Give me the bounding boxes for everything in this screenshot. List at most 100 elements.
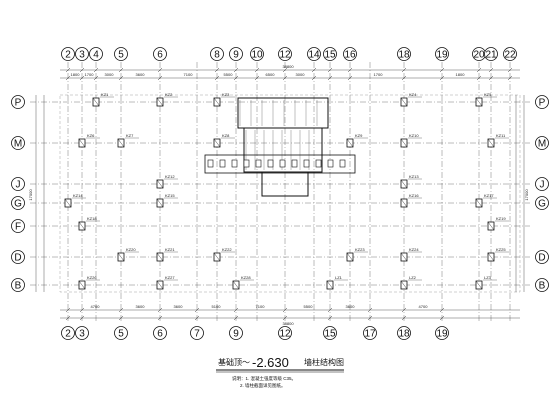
- core-wall-pier: [303, 159, 310, 168]
- dimension-tick: [282, 307, 288, 313]
- top-axis-bubble-9-label: 9: [233, 50, 239, 61]
- dimension-tick: [214, 75, 220, 81]
- column-hatch: [326, 280, 334, 290]
- top-axis-bubble-19-label: 19: [436, 50, 448, 61]
- top-axis-bubble-18-circle: [397, 47, 411, 61]
- right-axis-bubble-M-circle: [535, 136, 549, 150]
- top-axis-bubble-6-circle: [153, 47, 167, 61]
- core-wall-pier: [267, 159, 274, 168]
- bottom-axis-bubble-19-circle: [435, 326, 449, 340]
- drawing-note-1: 说明：1. 混凝土强度等级 C35。: [232, 375, 296, 382]
- column-hatch: [78, 221, 86, 231]
- right-axis-bubble-D-circle: [535, 250, 549, 264]
- dimension-tick: [79, 315, 85, 321]
- core-wall-pier: [243, 159, 250, 168]
- column-label: KZ19: [496, 216, 506, 221]
- right-axis-bubble-P-circle: [535, 95, 549, 109]
- bottom-axis-bubble-17-circle: [363, 326, 377, 340]
- core-wall-pier: [255, 159, 262, 168]
- column-label: KZ9: [355, 133, 363, 138]
- top-axis-bubble-21-label: 21: [485, 50, 497, 61]
- dimension-tick: [282, 315, 288, 321]
- column-label: KZ4: [409, 92, 417, 97]
- right-axis-bubble-G-label: G: [538, 199, 546, 210]
- top-axis-bubble-2-label: 2: [65, 50, 71, 61]
- dimension-tick: [118, 315, 124, 321]
- left-axis-bubble-M-label: M: [14, 139, 22, 150]
- bottom-axis-bubble-15-label: 15: [324, 329, 336, 340]
- column-label: KZ10: [409, 133, 419, 138]
- top-axis-bubble-19-circle: [435, 47, 449, 61]
- column-label: KZ24: [409, 247, 419, 252]
- dimension-tick: [118, 67, 124, 73]
- column-label: KZ7: [126, 133, 134, 138]
- column-hatch: [117, 138, 125, 148]
- bottom-axis-bubble-2-label: 2: [65, 329, 71, 340]
- drawing-title-suffix: 墙柱结构图: [304, 357, 344, 367]
- core-wall-pier: [291, 159, 298, 168]
- dimension-top-segment: 3600: [136, 72, 146, 77]
- dimension-tick: [93, 75, 99, 81]
- column-label: KZ20: [126, 247, 136, 252]
- dimension-tick: [282, 67, 288, 73]
- left-axis-bubble-B-circle: [11, 278, 25, 292]
- drawing-title-prefix: 基础顶～: [218, 357, 250, 367]
- left-axis-bubble-J-circle: [11, 177, 25, 191]
- column-label: KZ16: [409, 193, 419, 198]
- core-wall-pier: [219, 159, 226, 168]
- core-wall-pier: [279, 159, 286, 168]
- dimension-tick: [488, 67, 494, 73]
- column-hatch: [400, 97, 408, 107]
- top-axis-bubble-14-label: 14: [308, 50, 320, 61]
- column-label: KZ23: [355, 247, 365, 252]
- right-axis-bubble-J-circle: [535, 177, 549, 191]
- dimension-top-segment: 5500: [224, 72, 234, 77]
- dimension-tick: [439, 75, 445, 81]
- bottom-axis-bubble-5-circle: [114, 326, 128, 340]
- column-hatch: [213, 97, 221, 107]
- column-hatch: [78, 138, 86, 148]
- column-hatch: [400, 138, 408, 148]
- top-axis-bubble-5-circle: [114, 47, 128, 61]
- bottom-axis-bubble-18-circle: [397, 326, 411, 340]
- column-hatch: [475, 97, 483, 107]
- dimension-tick: [401, 315, 407, 321]
- column-label: KZ26: [87, 275, 97, 280]
- column-hatch: [156, 179, 164, 189]
- top-axis-bubble-22-circle: [503, 47, 517, 61]
- column-hatch: [400, 280, 408, 290]
- left-axis-bubble-B-label: B: [15, 281, 22, 292]
- column-hatch: [213, 138, 221, 148]
- dimension-tick: [157, 315, 163, 321]
- dimension-bottom-segment: 4700: [91, 304, 101, 309]
- dimension-tick: [233, 75, 239, 81]
- dimension-tick: [488, 75, 494, 81]
- column-label: LZ1: [335, 275, 343, 280]
- dimension-tick: [194, 315, 200, 321]
- top-axis-bubble-22-label: 22: [504, 50, 516, 61]
- dimension-tick: [327, 67, 333, 73]
- dimension-tick: [79, 307, 85, 313]
- dimension-tick: [157, 75, 163, 81]
- top-axis-bubble-3-label: 3: [79, 50, 85, 61]
- column-hatch: [92, 97, 100, 107]
- left-axis-bubble-F-circle: [11, 219, 25, 233]
- bottom-axis-bubble-6-label: 6: [157, 329, 163, 340]
- dimension-bottom-segment: 3600: [174, 304, 184, 309]
- dimension-tick: [439, 315, 445, 321]
- core-wall-pier: [327, 159, 334, 168]
- column-label: LZ2: [409, 275, 417, 280]
- bottom-axis-bubble-12-circle: [278, 326, 292, 340]
- dimension-bottom-segment: 5100: [212, 304, 222, 309]
- dimension-tick: [194, 307, 200, 313]
- dimension-tick: [439, 307, 445, 313]
- top-axis-bubble-16-circle: [343, 47, 357, 61]
- top-axis-bubble-10-circle: [250, 47, 264, 61]
- dimension-tick: [401, 67, 407, 73]
- left-axis-bubble-J-label: J: [16, 180, 21, 191]
- bottom-axis-bubble-3-label: 3: [79, 329, 85, 340]
- column-hatch: [213, 252, 221, 262]
- column-label: KZ13: [409, 174, 419, 179]
